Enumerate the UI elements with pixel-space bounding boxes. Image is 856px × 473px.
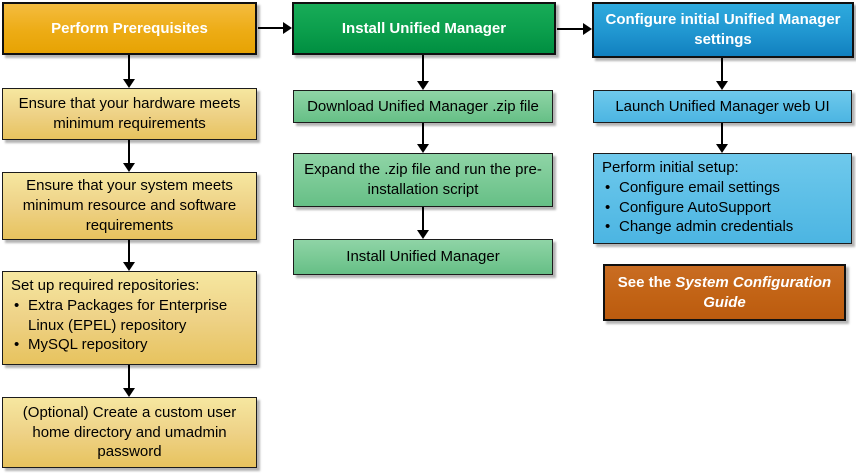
step-install-unified-manager: Install Unified Manager [293, 239, 553, 275]
down-arrow-icon [716, 58, 728, 90]
down-arrow-icon [123, 55, 135, 88]
header-install-unified-manager: Install Unified Manager [292, 2, 556, 55]
note-system-configuration-guide: See the System Configuration Guide [603, 264, 846, 321]
down-arrow-icon [417, 123, 429, 153]
step-bullet-list: Extra Packages for Enterprise Linux (EPE… [11, 296, 248, 355]
step-expand-zip: Expand the .zip file and run the pre-ins… [293, 153, 553, 207]
down-arrow-icon [123, 240, 135, 271]
step-label: Install Unified Manager [346, 248, 500, 266]
right-arrow-icon [557, 23, 592, 35]
step-perform-initial-setup: Perform initial setup: Configure email s… [593, 153, 852, 244]
step-label: Expand the .zip file and run the pre-ins… [304, 161, 542, 198]
bullet-item: Configure AutoSupport [602, 198, 843, 218]
step-label: (Optional) Create a custom user home dir… [22, 403, 237, 461]
step-system-requirements: Ensure that your system meets minimum re… [2, 172, 257, 240]
step-intro: Set up required repositories: [11, 277, 200, 294]
step-label: Ensure that your system meets minimum re… [22, 177, 237, 234]
note-label: See the System Configuration Guide [617, 273, 832, 311]
down-arrow-icon [417, 55, 429, 90]
down-arrow-icon [716, 123, 728, 153]
bullet-item: Change admin credentials [602, 217, 843, 237]
step-intro: Perform initial setup: [602, 159, 739, 176]
step-optional-home-directory: (Optional) Create a custom user home dir… [2, 397, 257, 468]
header-perform-prerequisites: Perform Prerequisites [2, 2, 257, 55]
bullet-item: Configure email settings [602, 178, 843, 198]
step-label: Download Unified Manager .zip file [307, 97, 539, 115]
header-configure-initial-settings: Configure initial Unified Manager settin… [592, 2, 854, 58]
step-label: Launch Unified Manager web UI [615, 97, 830, 115]
bullet-item: MySQL repository [11, 335, 248, 355]
right-arrow-icon [258, 22, 292, 34]
header-label: Configure initial Unified Manager settin… [605, 11, 841, 48]
down-arrow-icon [123, 365, 135, 397]
step-setup-repositories: Set up required repositories: Extra Pack… [2, 271, 257, 365]
step-bullet-list: Configure email settingsConfigure AutoSu… [602, 178, 843, 237]
down-arrow-icon [123, 140, 135, 172]
step-label: Ensure that your hardware meets minimum … [18, 95, 241, 132]
down-arrow-icon [417, 207, 429, 239]
header-label: Perform Prerequisites [51, 19, 208, 37]
step-launch-web-ui: Launch Unified Manager web UI [593, 90, 852, 123]
bullet-item: Extra Packages for Enterprise Linux (EPE… [11, 296, 248, 336]
header-label: Install Unified Manager [341, 19, 507, 37]
step-hardware-requirements: Ensure that your hardware meets minimum … [2, 88, 257, 140]
step-download-zip: Download Unified Manager .zip file [293, 90, 553, 123]
